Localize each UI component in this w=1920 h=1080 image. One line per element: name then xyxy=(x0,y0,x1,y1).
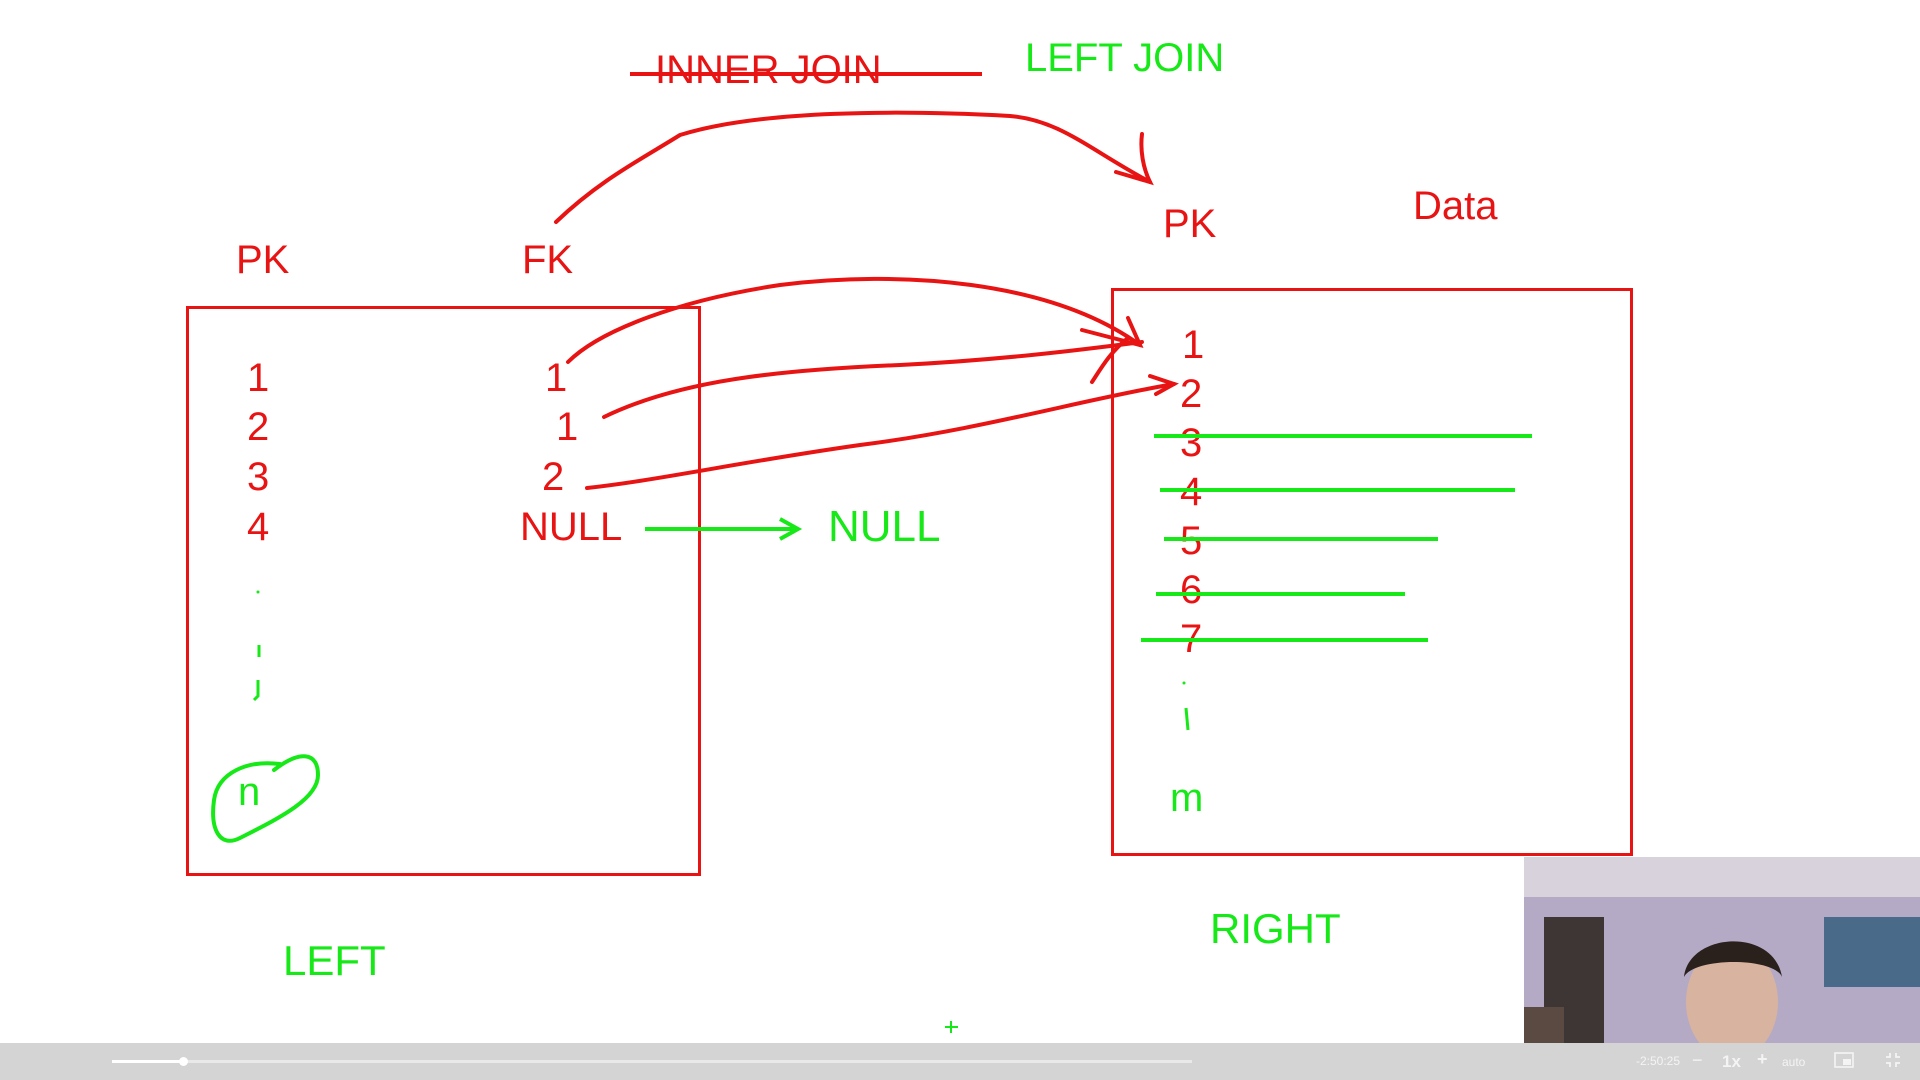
left-fk-header: FK xyxy=(522,238,574,282)
whiteboard-canvas: INNER JOIN LEFT JOIN PK FK 1 2 3 4 1 1 2… xyxy=(186,36,1633,1033)
arrowhead xyxy=(1080,316,1144,348)
webcam-overlay xyxy=(1524,857,1920,1080)
right-pk-value: 6 xyxy=(1180,568,1203,612)
playback-speed[interactable]: 1x xyxy=(1722,1052,1741,1071)
title-left-join: LEFT JOIN xyxy=(1025,36,1225,80)
left-fk-value: 1 xyxy=(556,405,579,449)
minus-icon[interactable]: − xyxy=(1692,1050,1703,1070)
fk-to-pk-arrow xyxy=(554,110,1152,224)
right-table-box xyxy=(1111,288,1633,856)
arrowhead xyxy=(1114,132,1154,186)
exit-fullscreen-glyph xyxy=(1886,1053,1900,1067)
null-result: NULL xyxy=(828,502,941,551)
left-fk-value: 1 xyxy=(545,356,568,400)
left-fk-value: NULL xyxy=(520,505,623,549)
ink-strokes xyxy=(211,72,1532,1033)
ellipsis-dash xyxy=(252,680,260,702)
pause-icon[interactable] xyxy=(10,8,38,30)
title-inner-join: INNER JOIN xyxy=(655,48,882,92)
ellipsis-dot xyxy=(1182,681,1186,685)
n-circle xyxy=(211,754,321,843)
webcam-image xyxy=(1524,857,1920,1080)
arrowhead xyxy=(1090,336,1130,384)
ellipsis-dash xyxy=(1184,707,1190,731)
fk-row1-arrow xyxy=(566,276,1142,364)
left-pk-value: 4 xyxy=(247,505,270,549)
quality-setting[interactable]: auto xyxy=(1782,1055,1806,1069)
right-pk-value: 3 xyxy=(1180,421,1203,465)
right-data-header: Data xyxy=(1413,184,1498,228)
fk-row2-arrow xyxy=(602,340,1144,419)
right-last-row: m xyxy=(1170,776,1204,820)
progress-bar[interactable] xyxy=(112,1057,1192,1066)
right-table-label: RIGHT xyxy=(1210,905,1341,952)
left-pk-value: 1 xyxy=(247,356,270,400)
right-pk-header: PK xyxy=(1163,202,1217,246)
arrowhead xyxy=(1148,374,1179,396)
pip-glyph xyxy=(1834,1052,1854,1068)
right-pk-value: 1 xyxy=(1182,323,1205,367)
left-table-label: LEFT xyxy=(283,937,386,984)
left-pk-value: 3 xyxy=(247,455,270,499)
ellipsis-dot xyxy=(256,590,260,594)
picture-in-picture-icon[interactable] xyxy=(1834,1052,1854,1073)
time-remaining: -2:50:25 xyxy=(1636,1054,1681,1068)
right-pk-value: 2 xyxy=(1180,372,1203,416)
pause-bar xyxy=(26,12,30,26)
pause-bar xyxy=(18,12,22,26)
progress-fill xyxy=(112,1060,184,1063)
left-fk-value: 2 xyxy=(542,455,565,499)
left-pk-header: PK xyxy=(236,238,290,282)
progress-thumb[interactable] xyxy=(179,1057,189,1066)
left-table-box xyxy=(186,306,701,876)
arrowhead xyxy=(779,517,803,541)
exit-fullscreen-icon[interactable] xyxy=(1885,1052,1901,1073)
left-pk-value: 2 xyxy=(247,405,270,449)
volume-icon[interactable] xyxy=(60,8,90,30)
left-last-row: n xyxy=(238,770,261,814)
fk-row3-arrow xyxy=(585,382,1176,490)
volume-glyph xyxy=(67,12,85,26)
plus-icon[interactable]: + xyxy=(1757,1049,1768,1069)
